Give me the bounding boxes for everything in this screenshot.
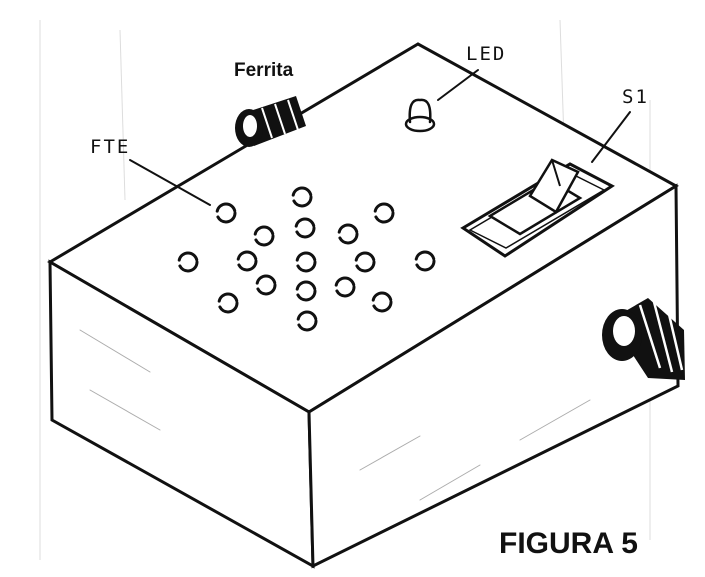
right-knob <box>602 298 685 380</box>
grille-hole <box>215 202 237 224</box>
speaker-grille <box>177 186 436 332</box>
grille-hole <box>236 250 258 272</box>
grille-hole <box>337 223 359 245</box>
label-led: LED <box>466 43 506 65</box>
grille-hole <box>414 250 436 272</box>
leader-lines <box>129 69 631 206</box>
figure-caption: FIGURA 5 <box>499 527 638 560</box>
grille-hole <box>294 217 316 239</box>
led-component <box>404 98 436 133</box>
speaker-leader-line <box>129 159 211 206</box>
grille-hole <box>295 280 317 302</box>
label-fte: FTE <box>90 136 130 158</box>
box-side-face <box>307 183 680 569</box>
grille-hole <box>291 186 313 208</box>
grille-hole <box>296 310 318 332</box>
grille-hole <box>255 274 277 296</box>
grille-hole <box>177 251 199 273</box>
toggle-switch <box>460 158 615 258</box>
switch-leader-line <box>591 111 631 163</box>
label-ferrita: Ferrita <box>234 60 294 81</box>
face-shading <box>79 329 591 501</box>
enclosure-box <box>47 42 680 569</box>
grille-hole <box>373 202 395 224</box>
led-leader-line <box>437 69 479 101</box>
grille-hole <box>371 291 393 313</box>
label-s1: S1 <box>622 86 649 108</box>
grille-hole <box>217 292 239 314</box>
grille-hole <box>334 276 356 298</box>
grille-hole <box>354 251 376 273</box>
grille-hole <box>295 251 317 273</box>
ferrite-knob <box>235 96 306 147</box>
grille-hole <box>253 225 275 247</box>
